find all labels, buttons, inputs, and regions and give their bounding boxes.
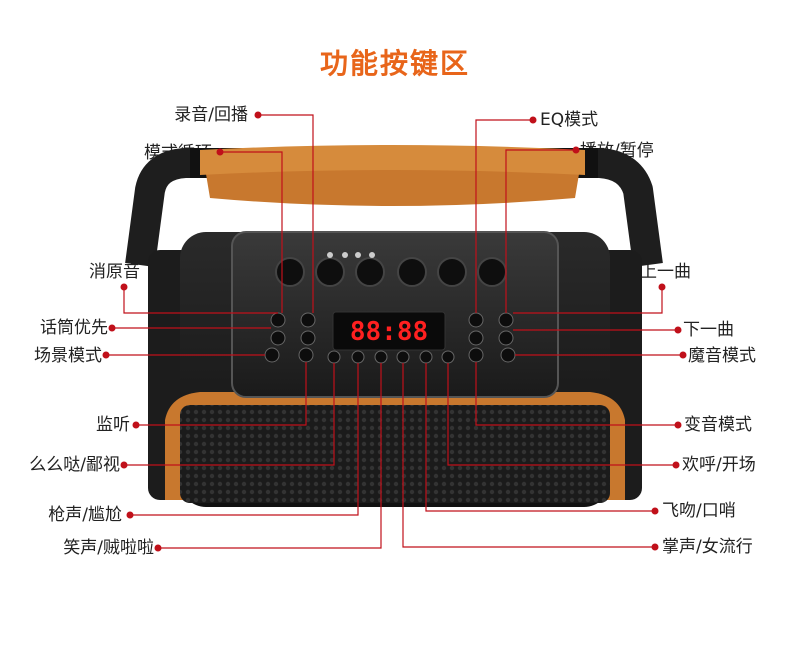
memeda-button[interactable] <box>327 350 341 364</box>
knob-3[interactable] <box>355 257 385 287</box>
buttons <box>264 312 516 364</box>
label-eq-mode: EQ模式 <box>540 110 599 130</box>
label-voice-change: 变音模式 <box>684 415 752 435</box>
label-next: 下一曲 <box>683 320 734 340</box>
record-button[interactable] <box>300 312 316 328</box>
label-kiss: 飞吻/口哨 <box>662 501 736 521</box>
next-button[interactable] <box>498 330 514 346</box>
scene-mode-button[interactable] <box>264 347 280 363</box>
kiss-button[interactable] <box>419 350 433 364</box>
led-digits: 88:88 <box>350 317 428 347</box>
callout-dots <box>102 111 687 552</box>
label-scene-mode: 场景模式 <box>34 346 102 366</box>
gun-button[interactable] <box>351 350 365 364</box>
label-record: 录音/回播 <box>174 105 248 125</box>
laugh-button[interactable] <box>374 350 388 364</box>
label-monitor: 监听 <box>96 415 130 435</box>
knob-2[interactable] <box>315 257 345 287</box>
knobs-row <box>275 252 507 287</box>
handle-grip <box>205 168 580 206</box>
label-gun: 枪声/尴尬 <box>48 505 122 525</box>
knob-5[interactable] <box>437 257 467 287</box>
led-display <box>332 311 446 351</box>
label-memeda: 么么哒/鄙视 <box>29 455 120 475</box>
cheer-button[interactable] <box>441 350 455 364</box>
knob-4[interactable] <box>397 257 427 287</box>
label-laugh: 笑声/贼啦啦 <box>63 538 154 558</box>
play-pause-button[interactable] <box>498 312 514 328</box>
label-applause: 掌声/女流行 <box>662 537 753 557</box>
monitor-button[interactable] <box>298 347 314 363</box>
label-magic-voice: 魔音模式 <box>688 346 756 366</box>
knob-6[interactable] <box>477 257 507 287</box>
mode-loop-button[interactable] <box>300 330 316 346</box>
magic-voice-button[interactable] <box>500 347 516 363</box>
label-vocal-cut: 消原音 <box>89 262 140 282</box>
label-cheer: 欢呼/开场 <box>682 455 756 475</box>
vocal-cut-button[interactable] <box>270 312 286 328</box>
handle <box>125 145 663 267</box>
label-prev: 上一曲 <box>640 262 691 282</box>
eq-button[interactable] <box>468 312 484 328</box>
page-title: 功能按键区 <box>319 47 470 80</box>
callout-lines <box>106 114 683 549</box>
voice-change-button[interactable] <box>468 347 484 363</box>
applause-button[interactable] <box>396 350 410 364</box>
mic-priority-button[interactable] <box>270 330 286 346</box>
knob-1[interactable] <box>275 257 305 287</box>
speaker-grill <box>180 405 610 503</box>
label-mic-priority: 话筒优先 <box>40 318 108 338</box>
prev-button[interactable] <box>468 330 484 346</box>
